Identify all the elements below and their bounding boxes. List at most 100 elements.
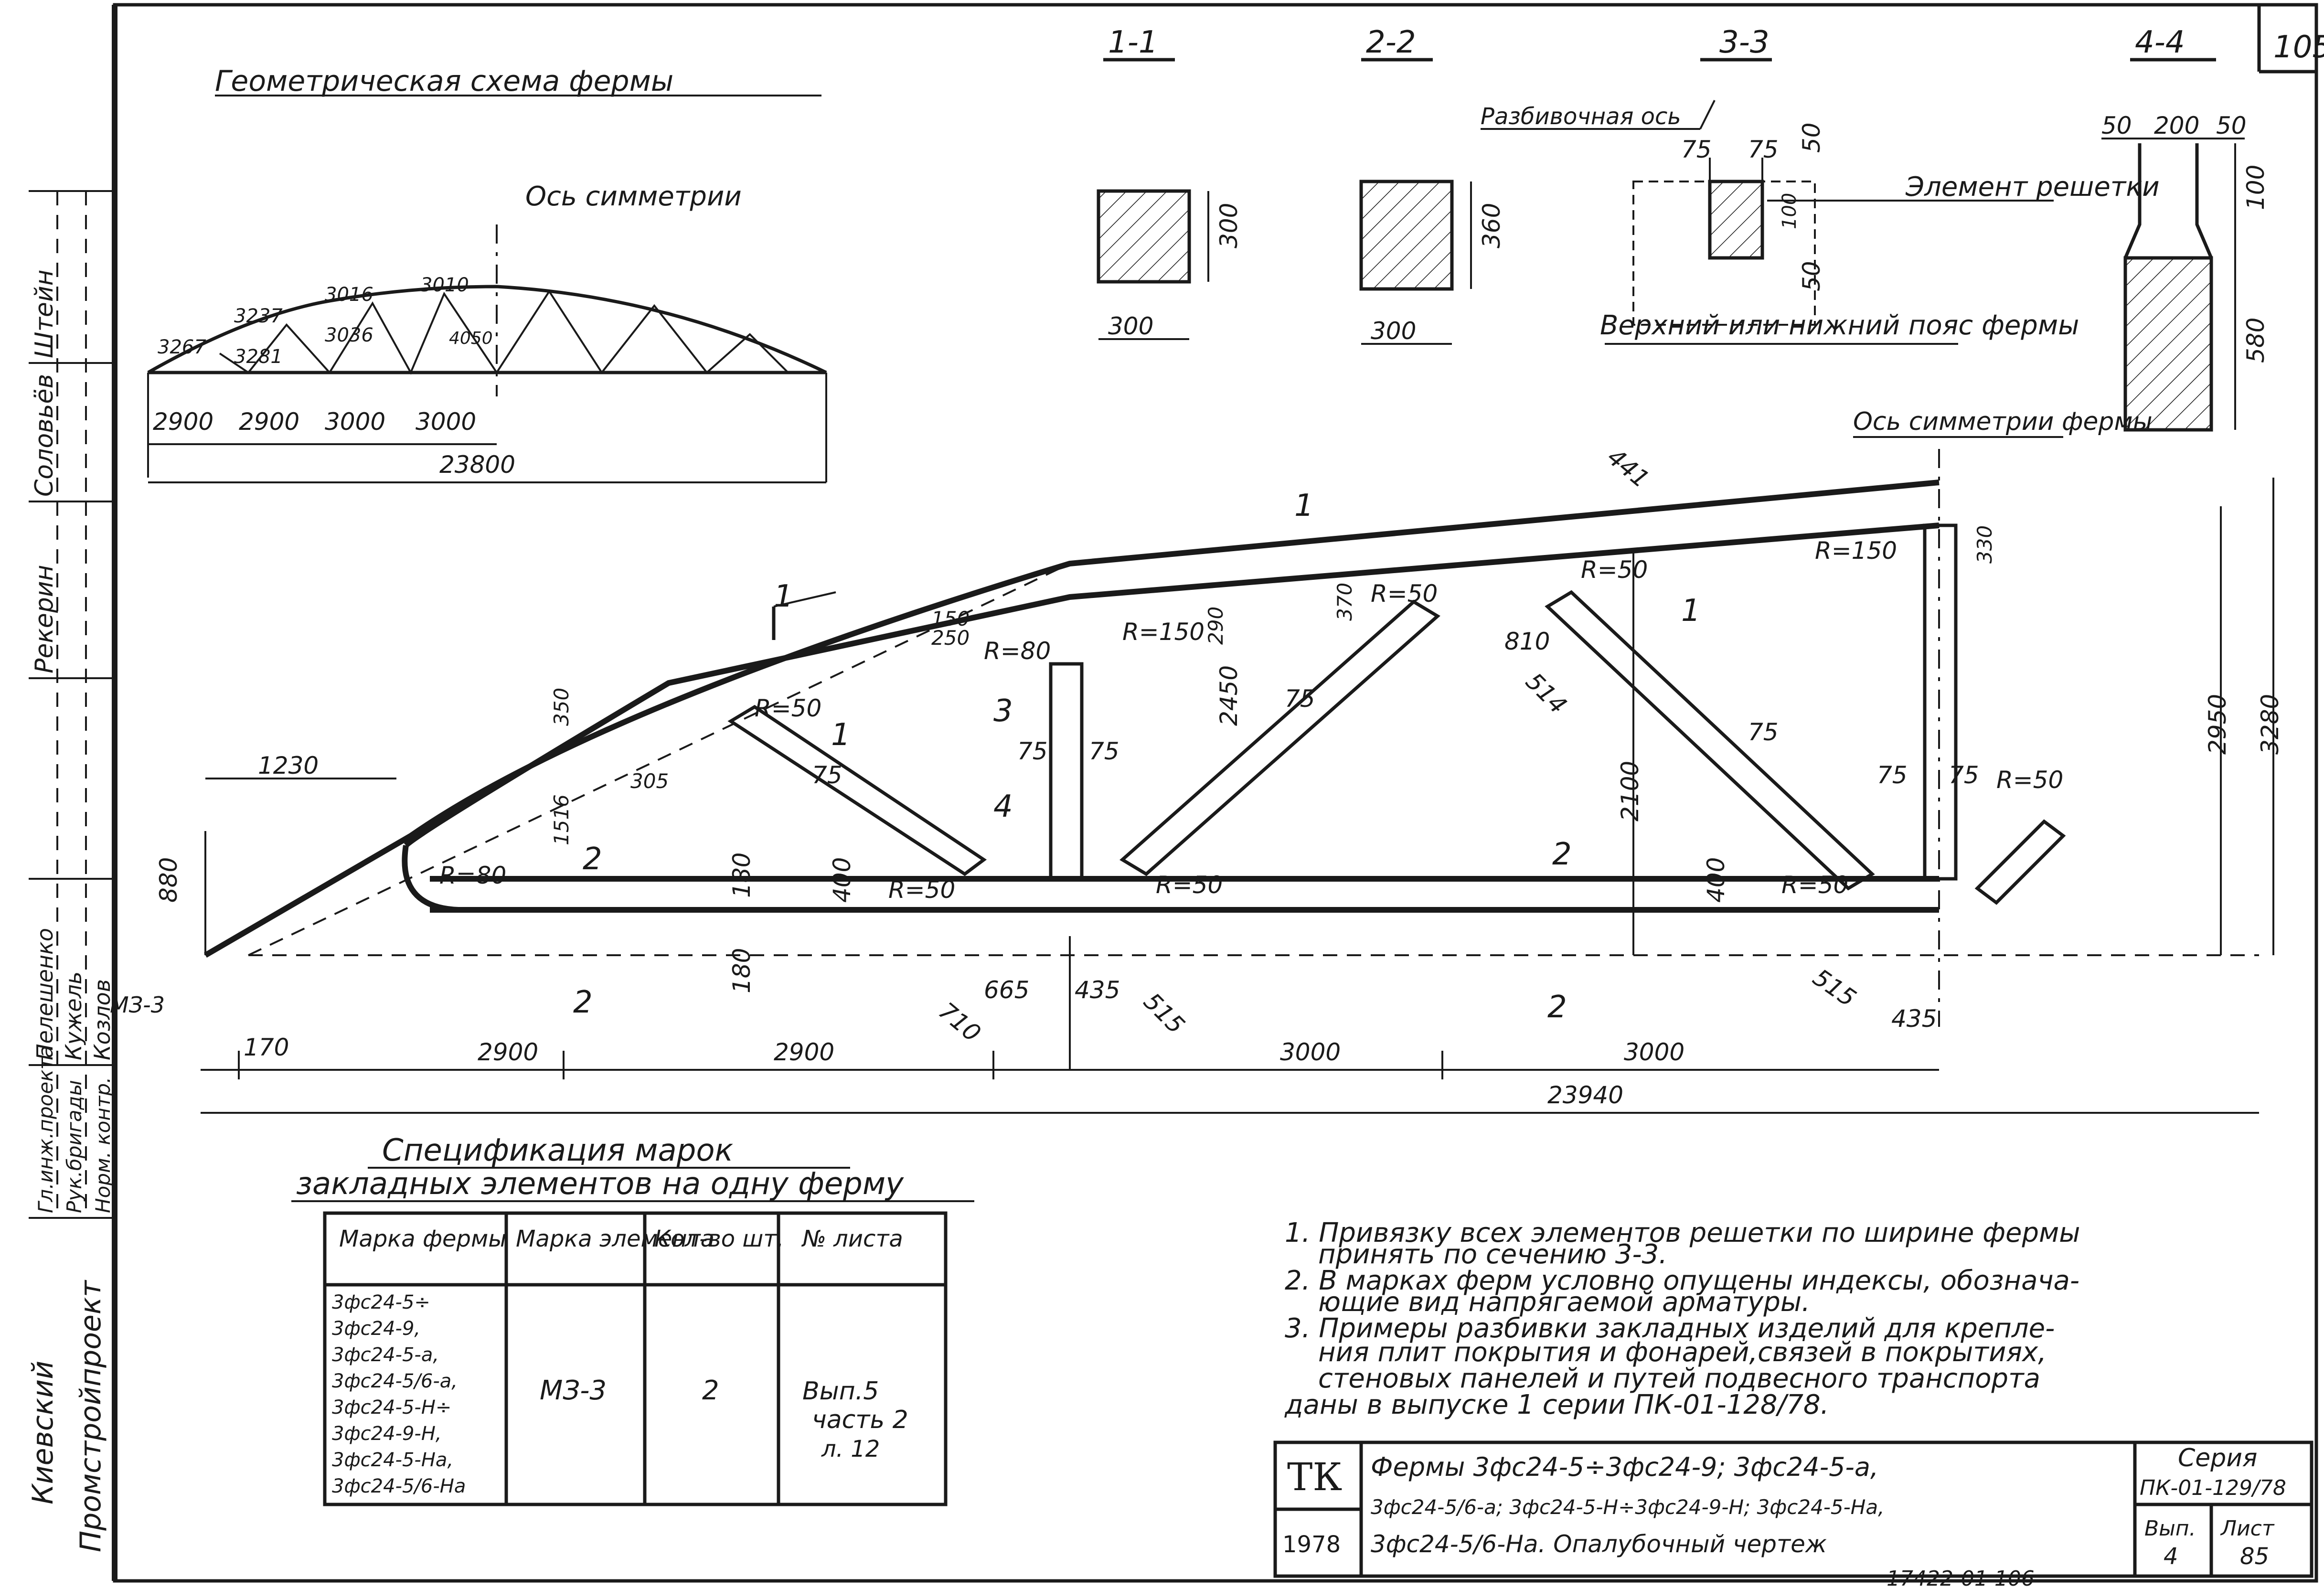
cut-1-a: 1: [774, 579, 793, 614]
spec-truss-mark-3: 3фс24-5-а,: [332, 1344, 439, 1366]
section-3-3-d2: 75: [1748, 136, 1779, 163]
side-name-4: Пелешенко: [32, 928, 58, 1060]
section-3-3-label: 3-3: [1719, 25, 1770, 60]
cut-2-d: 2: [1547, 990, 1567, 1025]
side-name-3: Рекерин: [30, 565, 59, 673]
dim-75-f: 75: [1285, 685, 1315, 713]
dim-1230: 1230: [258, 752, 319, 779]
cut-1-c: 1: [1294, 488, 1314, 523]
dim-290: 290: [1204, 607, 1227, 645]
spec-element-mark: МЗ-3: [540, 1375, 607, 1406]
spec-table: Спецификация марок закладных элементов н…: [291, 1133, 974, 1506]
note-line-6: ния плит покрытия и фонарей,связей в пок…: [1318, 1337, 2047, 1368]
dim-2900-a: 2900: [478, 1038, 538, 1066]
dim-350: 350: [550, 688, 573, 726]
section-3-3-d4: 50: [1798, 261, 1825, 291]
dim-75-b: 75: [1089, 737, 1119, 765]
top-chord-lower-edge: [404, 523, 1940, 848]
section-4-4-label: 4-4: [2135, 25, 2185, 60]
title-issue-label: Вып.: [2144, 1516, 2196, 1541]
section-2-2-width: 300: [1371, 317, 1416, 345]
scheme-total: 23800: [439, 451, 515, 479]
section-1-1-height: 300: [1215, 203, 1243, 248]
spec-head-3: Кол-во шт.: [654, 1226, 784, 1252]
title-desc-1: Фермы 3фс24-5÷3фс24-9; 3фс24-5-а,: [1371, 1452, 1878, 1482]
radius-50-a: R=50: [755, 694, 821, 722]
radius-50-f: R=50: [1781, 871, 1848, 899]
title-block: ТК 1978 Фермы 3фс24-5÷3фс24-9; 3фс24-5-а…: [1273, 1440, 2313, 1578]
spec-title-1: Спецификация марок: [382, 1133, 734, 1168]
dim-710: 710: [933, 997, 986, 1047]
scheme-dim-2: 2900: [239, 408, 299, 436]
dim-150: 150: [931, 607, 970, 630]
radius-150-a: R=150: [1122, 618, 1205, 646]
cut-1-d: 1: [1681, 593, 1701, 629]
scheme-lbl-4: 3281: [234, 346, 283, 368]
dim-75-a: 75: [1017, 737, 1048, 765]
section-3-3-d5: 100: [1779, 193, 1801, 229]
radius-50-b: R=50: [888, 876, 955, 904]
dim-3280: 3280: [2256, 694, 2284, 755]
note-line-8: даны в выпуске 1 серии ПК-01-128/78.: [1284, 1389, 1829, 1420]
section-4-4-d3: 50: [2216, 112, 2247, 139]
note-line-3: 2. В марках ферм условно опущены индексы…: [1285, 1265, 2079, 1296]
section-3-3-d3: 50: [1798, 122, 1825, 153]
side-role-2: Рук.бригады: [63, 1080, 86, 1213]
dim-2900-b: 2900: [774, 1038, 834, 1066]
dim-180-a: 180: [728, 853, 756, 898]
section-4-4-d2: 200: [2154, 112, 2199, 139]
footer-code: 17422-01 106: [1887, 1567, 2035, 1589]
title-series-label: Серия: [2178, 1444, 2257, 1472]
side-strip: Штейн Соловьёв Рекерин Пелешенко Кужель …: [26, 190, 115, 1552]
geometric-scheme: Геометрическая схема фермы Ось симметрии…: [147, 64, 827, 483]
side-name-1: Штейн: [30, 269, 59, 358]
spec-truss-mark-8: 3фс24-5/6-На: [332, 1475, 466, 1497]
spec-head-4: № листа: [801, 1226, 903, 1252]
cut-3: 3: [993, 693, 1013, 729]
spec-sheet-3: л. 12: [821, 1436, 880, 1462]
dim-1516: 1516: [550, 794, 573, 845]
spec-title-2: закладных элементов на одну ферму: [296, 1166, 904, 1202]
section-1-1: 1-1 300 300: [1097, 25, 1243, 340]
spec-head-2: Марка элемента: [516, 1226, 714, 1252]
section-2-2-height: 360: [1478, 203, 1505, 248]
spec-head-1: Марка фермы: [339, 1226, 506, 1252]
note-line-5: 3. Примеры разбивки закладных изделий дл…: [1285, 1313, 2055, 1344]
scheme-top-chord: [147, 285, 827, 374]
cut-2-a: 2: [583, 842, 602, 877]
section-2-2-label: 2-2: [1366, 25, 1416, 60]
side-name-2: Соловьёв: [30, 374, 59, 497]
vertical-post-1: [1049, 662, 1084, 881]
diagonal-2: [1119, 599, 1440, 876]
title-desc-3: 3фс24-5/6-На. Опалубочный чертеж: [1371, 1530, 1827, 1558]
sym-axis-label: Ось симметрии фермы: [1853, 407, 2153, 436]
scheme-lbl-1: 3237: [234, 305, 283, 327]
dim-514: 514: [1520, 667, 1572, 719]
dim-180-b: 180: [728, 948, 756, 993]
dim-880: 880: [155, 857, 182, 903]
side-org-2: Промстройпроект: [74, 1280, 107, 1552]
radius-50-d: R=50: [1371, 580, 1438, 608]
dim-810: 810: [1504, 628, 1550, 655]
spec-sheet-2: часть 2: [812, 1406, 908, 1434]
spec-truss-mark-4: 3фс24-5/6-а,: [332, 1370, 458, 1392]
section-3-3-chord-label: Верхний или нижний пояс фермы: [1600, 310, 2079, 341]
section-4-4-h2: 580: [2242, 318, 2270, 363]
cut-1-b: 1: [831, 717, 851, 753]
title-year: 1978: [1282, 1531, 1341, 1558]
scheme-lbl-0: 3267: [158, 336, 206, 358]
dim-441: 441: [1602, 443, 1654, 493]
dim-170: 170: [244, 1034, 289, 1061]
dim-75-g: 75: [1748, 718, 1779, 746]
dim-435-b: 435: [1891, 1005, 1937, 1033]
scheme-web: [219, 289, 789, 375]
title-sheet-label: Лист: [2220, 1516, 2275, 1541]
note-line-7: стеновых панелей и путей подвесного тран…: [1318, 1363, 2040, 1394]
spec-truss-mark-1: 3фс24-5÷: [332, 1291, 430, 1313]
dim-2450: 2450: [1215, 665, 1243, 726]
radius-50-g: R=50: [1996, 766, 2063, 794]
scheme-lbl-3: 3010: [420, 274, 469, 296]
section-1-1-width: 300: [1108, 312, 1153, 340]
dim-2100: 2100: [1616, 761, 1644, 821]
